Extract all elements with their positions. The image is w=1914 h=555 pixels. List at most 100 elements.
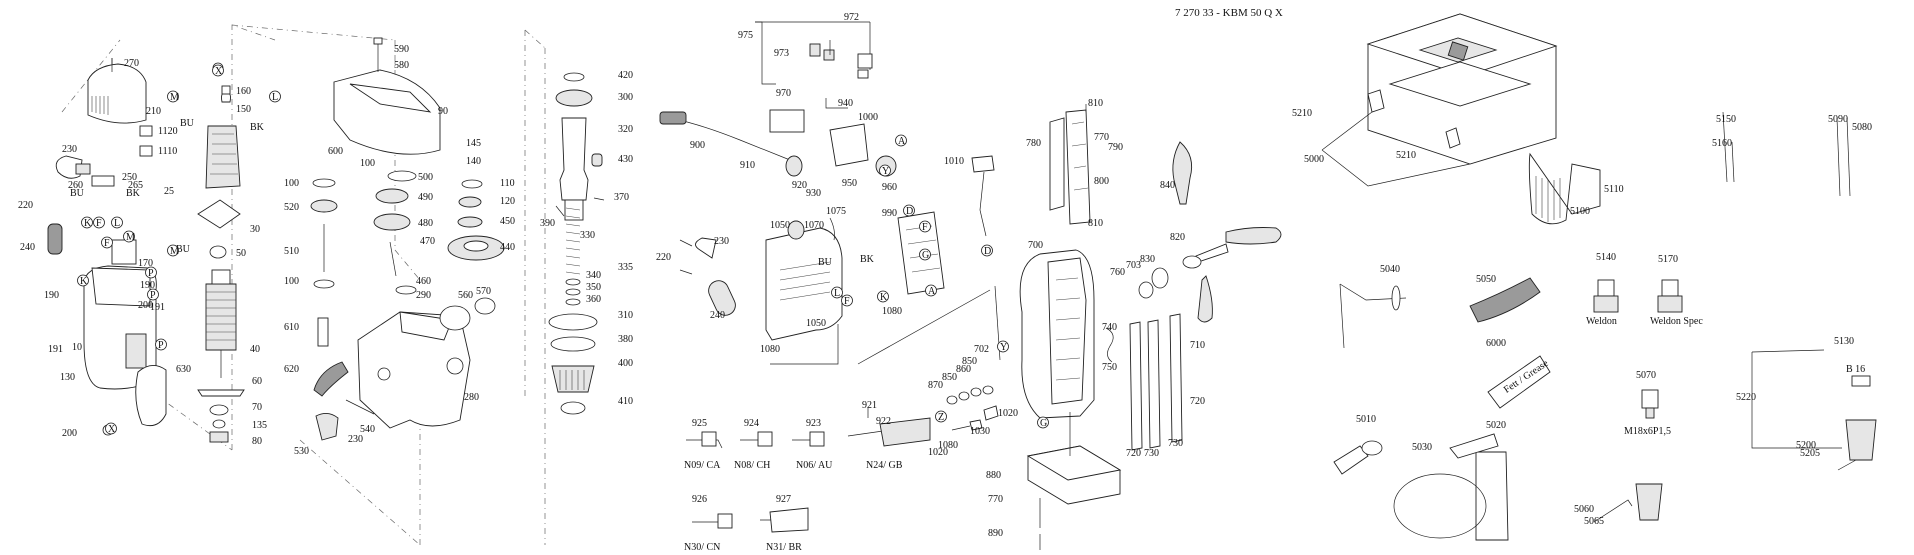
- part-label-accessories: 6000: [1486, 338, 1506, 349]
- part-label-stand: 850: [942, 372, 957, 383]
- part-label-motor: 170: [138, 258, 153, 269]
- part-label-motor: 560: [458, 290, 473, 301]
- part-label-stand: 702: [974, 344, 989, 355]
- part-label-motor: 100: [360, 158, 375, 169]
- part-label-spindle: 390: [540, 218, 555, 229]
- part-label-stand: 710: [1190, 340, 1205, 351]
- wire-color-label: BK: [250, 122, 265, 133]
- part-label-electrics: 1010: [944, 156, 964, 167]
- part-label-motor: 120: [500, 196, 515, 207]
- part-label-accessories: 5210: [1396, 150, 1416, 161]
- part-label-accessories: 5205: [1800, 448, 1820, 459]
- part-label-stand: 830: [1140, 254, 1155, 265]
- part-label-motor: 60: [252, 376, 262, 387]
- part-label-electrics: 950: [842, 178, 857, 189]
- part-label-accessories: 5210: [1292, 108, 1312, 119]
- part-label-electrics: 940: [838, 98, 853, 109]
- part-label-cords: 923: [806, 418, 821, 429]
- part-label-spindle: 300: [618, 92, 633, 103]
- connector-letter: G: [1040, 418, 1047, 429]
- part-label-motor: 280: [464, 392, 479, 403]
- part-label-motor: 210: [146, 106, 161, 117]
- part-label-motor: 50: [236, 248, 246, 259]
- part-label-motor: 25: [164, 186, 174, 197]
- part-label-motor: 240: [20, 242, 35, 253]
- part-label-stand: 1020: [998, 408, 1018, 419]
- part-label-motor: 265: [128, 180, 143, 191]
- part-label-cords: 926: [692, 494, 707, 505]
- part-label-stand: 770: [988, 494, 1003, 505]
- part-label-electrics: 920: [792, 180, 807, 191]
- part-label-spindle: 360: [586, 294, 601, 305]
- part-label-motor: 40: [250, 344, 260, 355]
- part-label-motor: 130: [60, 372, 75, 383]
- part-label-motor: 200: [138, 300, 153, 311]
- connector-letter: M: [170, 246, 179, 257]
- connector-letter-circle: [77, 274, 89, 287]
- part-label-stand: 820: [1170, 232, 1185, 243]
- part-label-cords: 927: [776, 494, 791, 505]
- part-label-accessories: 5200: [1796, 440, 1816, 451]
- motor-group-drawing: [47, 58, 280, 443]
- connector-letter-circle: [935, 410, 947, 423]
- part-label-electrics: 1080: [882, 306, 902, 317]
- part-label-stand: 800: [1094, 176, 1109, 187]
- part-label-accessories: 5150: [1716, 114, 1736, 125]
- part-label-electrics: 1050: [770, 220, 790, 231]
- part-label-accessories: 5140: [1596, 252, 1616, 263]
- connector-letter-circle: [895, 134, 907, 147]
- part-label-stand: 880: [986, 470, 1001, 481]
- part-label-accessories: 5130: [1834, 336, 1854, 347]
- part-label-motor: 100: [284, 276, 299, 287]
- connector-letter: P: [150, 290, 156, 301]
- part-label-motor: 590: [394, 44, 409, 55]
- connector-letter: P: [148, 268, 154, 279]
- connector-letter-circle: [111, 216, 123, 229]
- connector-letter: M: [170, 92, 179, 103]
- part-label-spindle: 380: [618, 334, 633, 345]
- part-label-motor: 460: [416, 276, 431, 287]
- connector-letter-circle: [147, 288, 159, 301]
- connector-letter: A: [928, 286, 936, 297]
- connector-letter: A: [898, 136, 906, 147]
- part-label-spindle: 340: [586, 270, 601, 281]
- connector-letter-circle: [93, 216, 105, 229]
- part-label-stand: 810: [1088, 218, 1103, 229]
- part-label-motor: 270: [124, 58, 139, 69]
- part-label-motor: 570: [476, 286, 491, 297]
- part-label-motor: 150: [236, 104, 251, 115]
- connector-letter: K: [880, 292, 888, 303]
- part-label-motor: 90: [438, 106, 448, 117]
- part-label-accessories: 5010: [1356, 414, 1376, 425]
- part-label-stand: 750: [1102, 362, 1117, 373]
- part-label-electrics: 1000: [858, 112, 878, 123]
- connector-letter-circle: [155, 338, 167, 351]
- connector-letter: F: [922, 222, 928, 233]
- part-label-stand: 810: [1088, 98, 1103, 109]
- part-label-spindle: 410: [618, 396, 633, 407]
- part-label-motor: 135: [252, 420, 267, 431]
- part-label-motor: 200: [62, 428, 77, 439]
- part-label-cords: 924: [744, 418, 759, 429]
- accessory-label: Weldon: [1586, 316, 1617, 327]
- connector-letter-circle: [123, 230, 135, 243]
- part-label-accessories: 5000: [1304, 154, 1324, 165]
- connector-letter: X: [215, 66, 223, 77]
- part-label-electrics: 973: [774, 48, 789, 59]
- part-label-stand: 890: [988, 528, 1003, 539]
- part-label-electrics: 990: [882, 208, 897, 219]
- part-label-stand: 770: [1094, 132, 1109, 143]
- connector-letter-circle: [841, 294, 853, 307]
- part-label-spindle: 310: [618, 310, 633, 321]
- part-label-accessories: 5065: [1584, 516, 1604, 527]
- part-label-spindle: 400: [618, 358, 633, 369]
- part-label-spindle: 420: [618, 70, 633, 81]
- accessory-label: Weldon Spec: [1650, 316, 1703, 327]
- part-label-motor: 470: [420, 236, 435, 247]
- part-label-electrics: 910: [740, 160, 755, 171]
- plug-type-label: N08/ CH: [734, 460, 770, 471]
- power-cords-drawing: [686, 408, 931, 533]
